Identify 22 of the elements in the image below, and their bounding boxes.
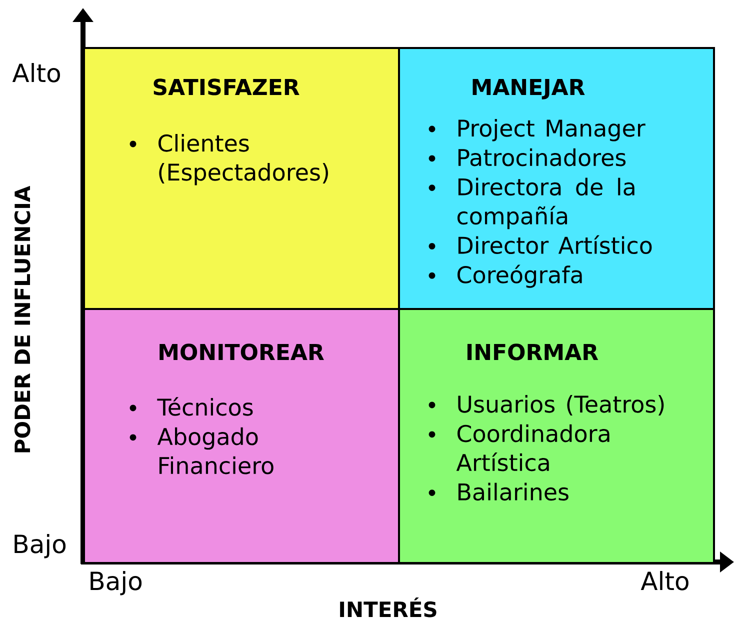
list-item: Bailarines	[428, 482, 568, 501]
quadrant-box	[83, 308, 400, 564]
list-item: Director Artístico	[428, 235, 652, 254]
axis-title: INTERÉS	[340, 598, 436, 618]
list-item: Técnicos	[130, 397, 253, 416]
axis-tick-label: Alto	[12, 63, 60, 82]
list-item: Coordinadora Artística	[428, 424, 610, 472]
heading: SATISFAZER	[154, 78, 300, 96]
quadrant-box	[83, 47, 400, 310]
list-item: Directora de la compañía	[428, 178, 634, 230]
quadrant-box	[398, 308, 715, 564]
heading: MONITOREAR	[160, 344, 324, 360]
list-item: Usuarios (Teatros)	[428, 395, 664, 416]
list-item: Patrocinadores	[428, 148, 626, 166]
quadrant-box	[398, 47, 715, 310]
axis-title: PODER DE INFLUENCIA	[14, 186, 30, 452]
list-item: Abogado Financiero	[130, 427, 274, 474]
list-item: Clientes (Espectadores)	[130, 134, 328, 186]
list-item: Project Manager	[428, 119, 646, 142]
heading: MANEJAR	[472, 78, 585, 100]
list-item: Coreógrafa	[428, 264, 582, 288]
heading: INFORMAR	[467, 344, 598, 360]
